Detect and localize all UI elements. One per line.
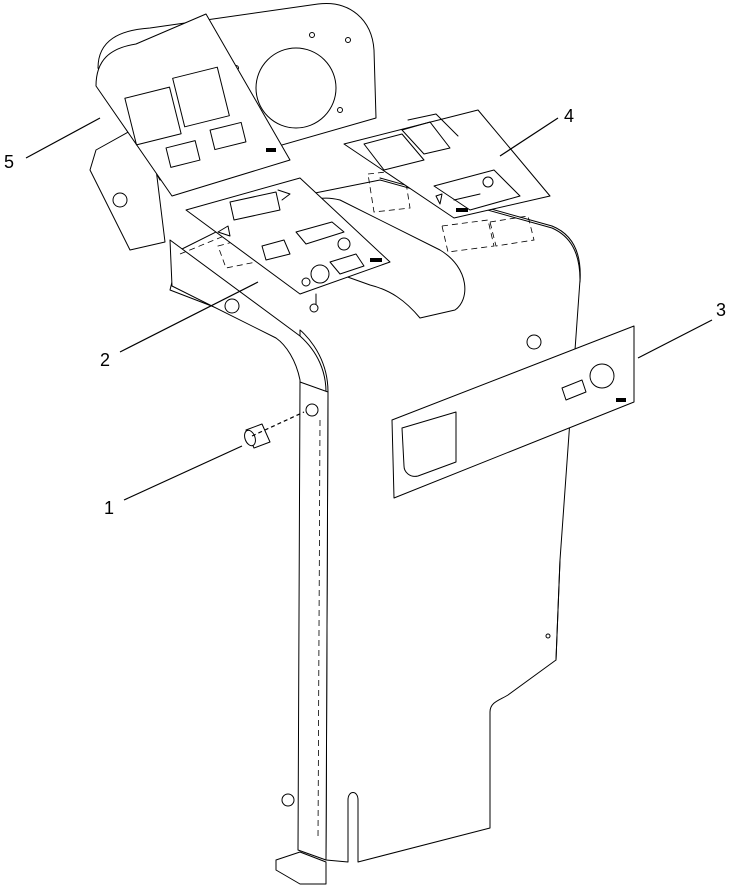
leader-5	[25, 117, 101, 159]
decal-part-5	[95, 13, 291, 197]
leader-2	[119, 281, 259, 353]
leader-1-dashed	[251, 411, 305, 437]
book-icon	[261, 239, 291, 261]
callout-3: 3	[716, 300, 726, 320]
leader-1	[123, 445, 243, 501]
decal-part-2	[185, 177, 391, 305]
leader-3	[637, 319, 713, 359]
callout-2: 2	[100, 350, 110, 370]
round-opening	[255, 47, 337, 129]
decal-part-4	[343, 109, 551, 219]
horn-icon	[561, 379, 587, 401]
plug-part-1	[244, 423, 271, 449]
callout-5: 5	[4, 152, 14, 172]
decal-part-3	[391, 325, 635, 499]
leader-4	[499, 117, 559, 157]
callout-1: 1	[104, 498, 114, 518]
callout-4: 4	[564, 106, 574, 126]
